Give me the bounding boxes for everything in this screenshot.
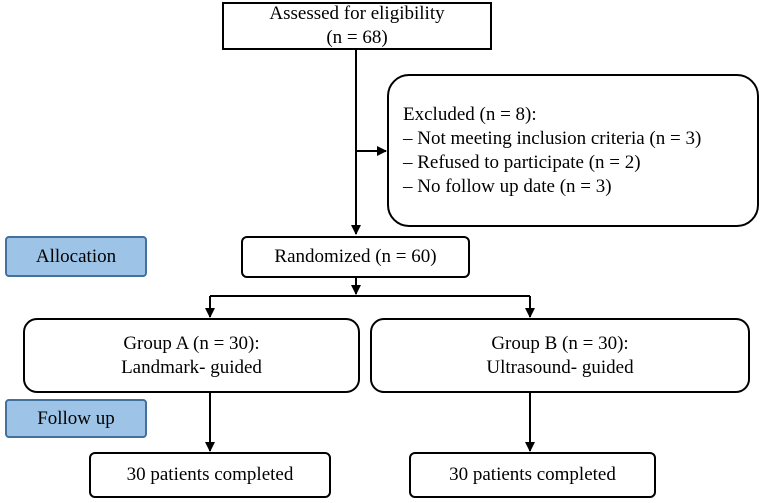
stage-follow-up-label: Follow up	[37, 407, 115, 429]
completed-a-label: 30 patients completed	[126, 464, 294, 485]
group-a-box: Group A (n = 30): Landmark- guided	[23, 318, 360, 393]
stage-allocation-label: Allocation	[35, 245, 117, 267]
assessed-count: (n = 68)	[326, 27, 388, 48]
assessed-label: Assessed for eligibility	[269, 3, 445, 24]
group-b-method: Ultrasound- guided	[486, 356, 634, 378]
stage-allocation: Allocation	[5, 236, 147, 277]
completed-b-box: 30 patients completed	[409, 452, 656, 498]
randomized-box: Randomized (n = 60)	[241, 236, 470, 278]
randomized-label: Randomized (n = 60)	[274, 246, 437, 267]
excluded-box: Excluded (n = 8): – Not meeting inclusio…	[387, 74, 759, 227]
excluded-title: Excluded (n = 8):	[403, 103, 537, 125]
stage-follow-up: Follow up	[5, 399, 147, 438]
excluded-item: – Not meeting inclusion criteria (n = 3)	[403, 127, 702, 149]
excluded-item: – Refused to participate (n = 2)	[403, 151, 641, 173]
group-a-method: Landmark- guided	[121, 356, 262, 378]
group-b-box: Group B (n = 30): Ultrasound- guided	[370, 318, 750, 393]
group-a-title: Group A (n = 30):	[123, 332, 260, 354]
group-b-title: Group B (n = 30):	[491, 332, 629, 354]
assessed-box: Assessed for eligibility (n = 68)	[222, 2, 492, 50]
excluded-item: – No follow up date (n = 3)	[403, 175, 612, 197]
completed-a-box: 30 patients completed	[89, 452, 331, 498]
completed-b-label: 30 patients completed	[449, 464, 616, 485]
